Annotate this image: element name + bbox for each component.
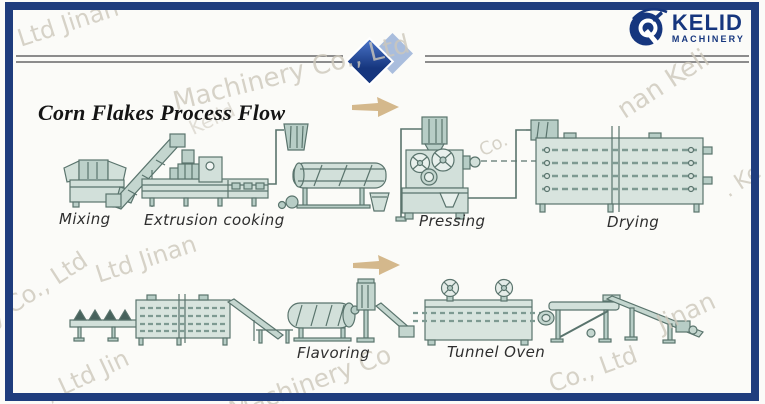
- extruder-drawing: [141, 156, 269, 207]
- flaking-press-drawing: [401, 116, 562, 220]
- label-flavoring: Flavoring: [297, 344, 371, 362]
- kelid-logo-mark-icon: [629, 7, 668, 46]
- mixer-drawing: [63, 159, 137, 208]
- dryer-drawing: [526, 119, 713, 213]
- diagram-title: Corn Flakes Process Flow: [38, 100, 286, 125]
- tunnel-oven-drawing: [413, 278, 555, 346]
- brand-tagline: MACHINERY: [671, 34, 745, 44]
- label-tunnel-oven: Tunnel Oven: [447, 343, 546, 361]
- cooling-conveyor-drawing: [277, 123, 390, 212]
- diamond-accent-icon: [343, 32, 425, 87]
- flow-arrow-top-icon: [352, 97, 399, 117]
- label-mixing: Mixing: [59, 210, 111, 228]
- kelid-logo: KELID MACHINERY: [627, 7, 745, 49]
- label-pressing: Pressing: [419, 212, 486, 230]
- flow-arrow-bottom-icon: [353, 255, 400, 275]
- vibrating-table-drawing: [548, 301, 620, 343]
- brand-name: KELID: [671, 10, 743, 35]
- second-dryer-drawing: [135, 294, 231, 346]
- flavoring-drum-drawing: [287, 278, 376, 343]
- outfeed-conveyor-drawing: [602, 294, 704, 344]
- incline-conveyor-1-drawing: [226, 298, 293, 344]
- row1-pipes-drawing: [268, 128, 532, 222]
- spike-conveyor-drawing: [69, 308, 141, 342]
- screw-conveyor-drawing: [105, 133, 195, 210]
- label-drying: Drying: [607, 213, 660, 231]
- label-extrusion-cooking: Extrusion cooking: [144, 211, 285, 229]
- incline-conveyor-2-drawing: [374, 302, 415, 338]
